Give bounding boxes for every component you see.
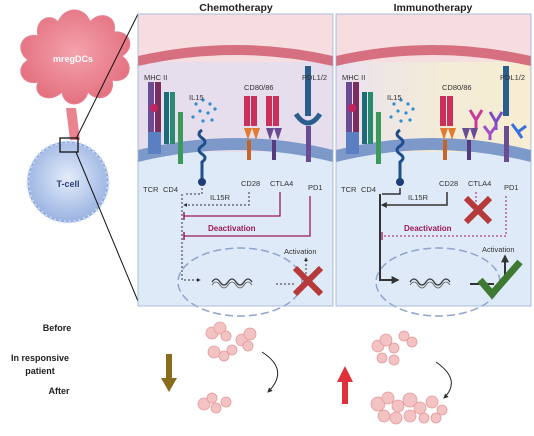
chemo-tumor-after — [197, 392, 232, 414]
tcell: T-cell — [26, 140, 110, 224]
immuno-tcr-label: TCR — [341, 185, 357, 194]
immuno-molecules — [346, 66, 527, 186]
immuno-cd28-label: CD28 — [439, 179, 458, 188]
cross-icon — [463, 195, 493, 225]
immuno-activation-label: Activation — [482, 245, 515, 254]
mregdc-cell: mregDCs — [20, 9, 131, 105]
dc-tcell-contact — [66, 108, 80, 140]
chemo-deactivation-label: Deactivation — [208, 224, 256, 233]
immuno-title: Immunotherapy — [394, 2, 473, 14]
chemo-curved-arrow — [261, 351, 278, 393]
responsive-label-line1: In responsive — [11, 353, 69, 363]
chemo-cd80-label: CD80/86 — [244, 83, 274, 92]
responsive-label-line2: patient — [25, 366, 55, 376]
chemo-cd4-label: CD4 — [163, 185, 178, 194]
mregdc-label: mregDCs — [53, 54, 93, 64]
zoom-line-bottom — [75, 151, 141, 307]
immuno-mhc-label: MHC II — [342, 73, 365, 82]
chemo-cd28-label: CD28 — [241, 179, 260, 188]
immuno-deactivation-label: Deactivation — [404, 224, 452, 233]
immuno-signalling: Deactivation Activation — [379, 188, 523, 300]
increase-arrow-icon — [337, 366, 353, 404]
before-label: Before — [43, 323, 72, 333]
chemo-ctla4-label: CTLA4 — [270, 179, 293, 188]
chemo-tcr-label: TCR — [143, 185, 159, 194]
immuno-il15-label: IL15 — [387, 93, 402, 102]
chemo-molecules — [148, 66, 323, 186]
immuno-il15r-label: IL15R — [408, 193, 429, 202]
chemo-activation-label: Activation — [284, 247, 317, 256]
zoom-line-top — [75, 13, 139, 140]
immuno-curved-arrow — [435, 361, 452, 399]
immuno-pdl-label: PDL1/2 — [500, 73, 525, 82]
chemo-pdl-label: PDL1/2 — [302, 73, 327, 82]
chemo-il15r-label: IL15R — [210, 193, 231, 202]
chemo-panel — [137, 13, 334, 317]
cross-icon — [292, 265, 324, 297]
check-icon — [477, 259, 523, 300]
chemo-mhc-label: MHC II — [144, 73, 167, 82]
after-label: After — [48, 386, 69, 396]
decrease-arrow-icon — [161, 354, 177, 392]
zoom-box — [59, 137, 79, 153]
immuno-cd80-label: CD80/86 — [442, 83, 472, 92]
immuno-ctla4-label: CTLA4 — [468, 179, 491, 188]
chemo-tumor-before — [205, 321, 257, 362]
immuno-pd1-label: PD1 — [504, 183, 519, 192]
immuno-tumor-after — [370, 391, 448, 425]
immuno-panel — [335, 13, 532, 317]
chemo-pd1-label: PD1 — [308, 183, 323, 192]
chemo-signalling: Deactivation Activation — [181, 188, 324, 297]
immuno-cd4-label: CD4 — [361, 185, 376, 194]
chemo-title: Chemotherapy — [199, 2, 273, 14]
chemo-il15-label: IL15 — [189, 93, 204, 102]
immuno-tumor-before — [371, 330, 418, 366]
tcell-label: T-cell — [56, 179, 79, 189]
